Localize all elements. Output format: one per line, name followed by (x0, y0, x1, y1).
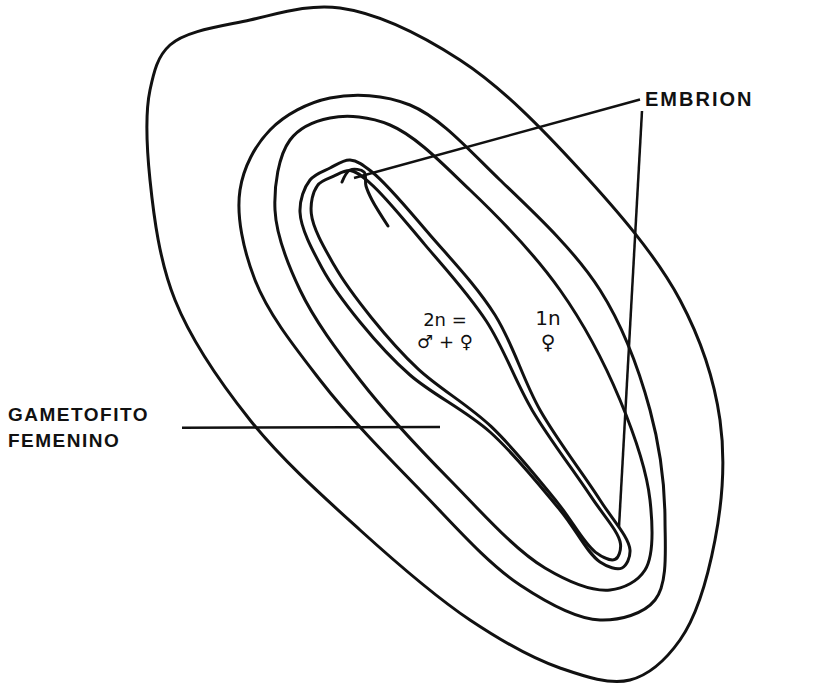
embryo-region: 2n = ♂ + ♀ (292, 150, 640, 578)
region-formula: 1n ♀ (532, 306, 564, 354)
part-label: GAMETOFITO FEMENINO (8, 402, 178, 453)
gametophyte-region: 2n = ♂ + ♀ 1n ♀ (265, 110, 660, 600)
seed-coat-outline (147, 7, 723, 682)
leader-line (354, 100, 640, 179)
leader-line (619, 111, 642, 527)
region-outline (292, 150, 640, 578)
embryo-inner-outline (311, 170, 621, 559)
region-outline-path (275, 116, 652, 590)
part-label: EMBRION (645, 86, 753, 113)
embryo-tip (342, 169, 388, 226)
region-formula: 2n = ♂ + ♀ (415, 309, 474, 352)
nucellus-outline (239, 95, 665, 620)
region-outline (265, 110, 660, 600)
